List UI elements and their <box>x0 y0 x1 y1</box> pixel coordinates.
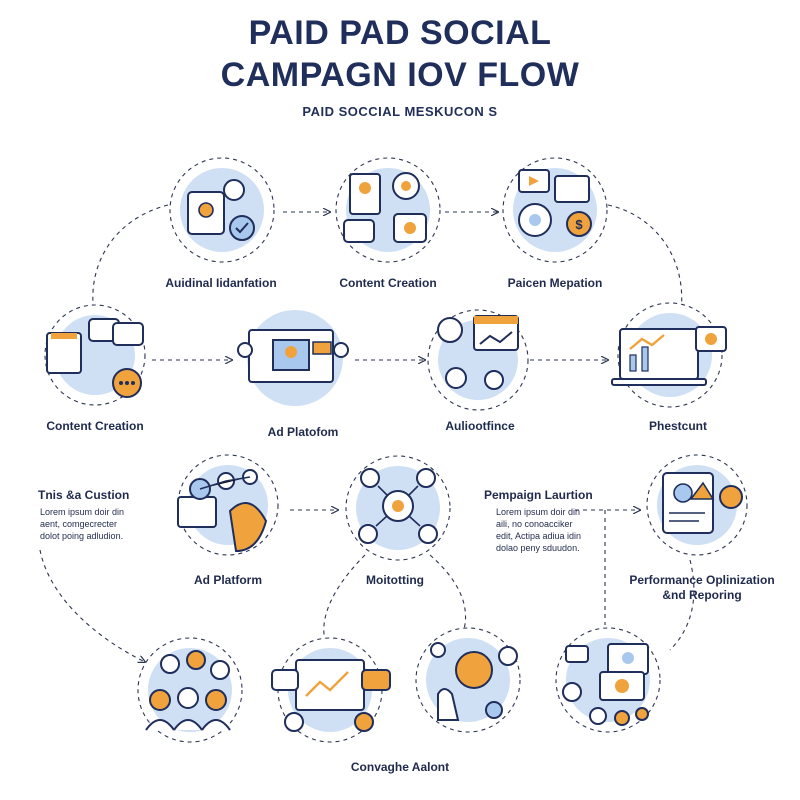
node-label-n3: Paicen Mepation <box>507 276 603 290</box>
subtitle: PAID SOCCIAL MESKUCON S <box>302 104 498 119</box>
node-n2 <box>335 157 441 263</box>
node-label-n5: Ad Platofom <box>267 425 339 439</box>
node-n5 <box>237 310 349 406</box>
node-n4 <box>44 304 146 406</box>
side-note-line: aent, comgecrecter <box>40 519 118 529</box>
side-note-right-body: Lorem ipsum doir din aili, no conoaccike… <box>496 506 626 554</box>
side-note-line: Lorem ipsum doir din <box>496 507 581 517</box>
title-line-1: PAID PAD SOCIAL <box>248 14 552 52</box>
connector-n1-n4 <box>92 204 169 319</box>
node-n13 <box>415 627 521 733</box>
node-n7 <box>611 302 727 408</box>
side-note-left-body: Lorem ipsum doir din aent, comgecrecter … <box>40 506 170 542</box>
node-label-n4: Content Creation <box>46 419 144 433</box>
node-label-n9: Moitotting <box>366 573 424 587</box>
node-n14 <box>555 627 661 733</box>
connector-n9-n12 <box>323 554 366 641</box>
connector-left-down <box>39 549 145 662</box>
node-n3: $ <box>502 157 608 263</box>
connector-n3-n7 <box>607 204 683 319</box>
node-label-n6: Auliootfince <box>445 419 515 433</box>
node-n8 <box>177 454 279 556</box>
node-n9 <box>345 455 451 561</box>
node-n1 <box>169 157 275 263</box>
svg-text:$: $ <box>575 217 583 232</box>
connectors <box>39 204 695 662</box>
node-n11 <box>137 637 243 743</box>
side-note-line: aili, no conoacciker <box>496 519 573 529</box>
node-label-n7: Phestcunt <box>648 419 707 433</box>
side-note-line: edit, Actipa adiua idin <box>496 531 582 541</box>
side-note-left-title: Tnis &a Custion <box>38 488 130 502</box>
connector-n9-n13 <box>429 554 467 641</box>
node-n6 <box>427 309 529 411</box>
side-note-right-title: Pempaign Laurtion <box>484 488 593 502</box>
node-circles: $ <box>44 157 748 743</box>
node-label-n10: Performance Oplinization &nd Reporing <box>629 573 775 602</box>
node-label-n12: Convaghe Aalont <box>350 760 450 774</box>
title-line-2: CAMPAGN IOV FLOW <box>220 56 580 94</box>
node-n12 <box>271 637 391 743</box>
side-note-line: dolot poing adludion. <box>40 531 124 541</box>
node-n10 <box>646 454 748 556</box>
node-label-n2: Content Creation <box>339 276 437 290</box>
node-label-n8: Ad Platform <box>193 573 262 587</box>
side-note-line: Lorem ipsum doir din <box>40 507 125 517</box>
side-note-line: dolao peny sduudon. <box>496 543 580 553</box>
node-label-n1: Auidinal Iidanfation <box>165 276 277 290</box>
